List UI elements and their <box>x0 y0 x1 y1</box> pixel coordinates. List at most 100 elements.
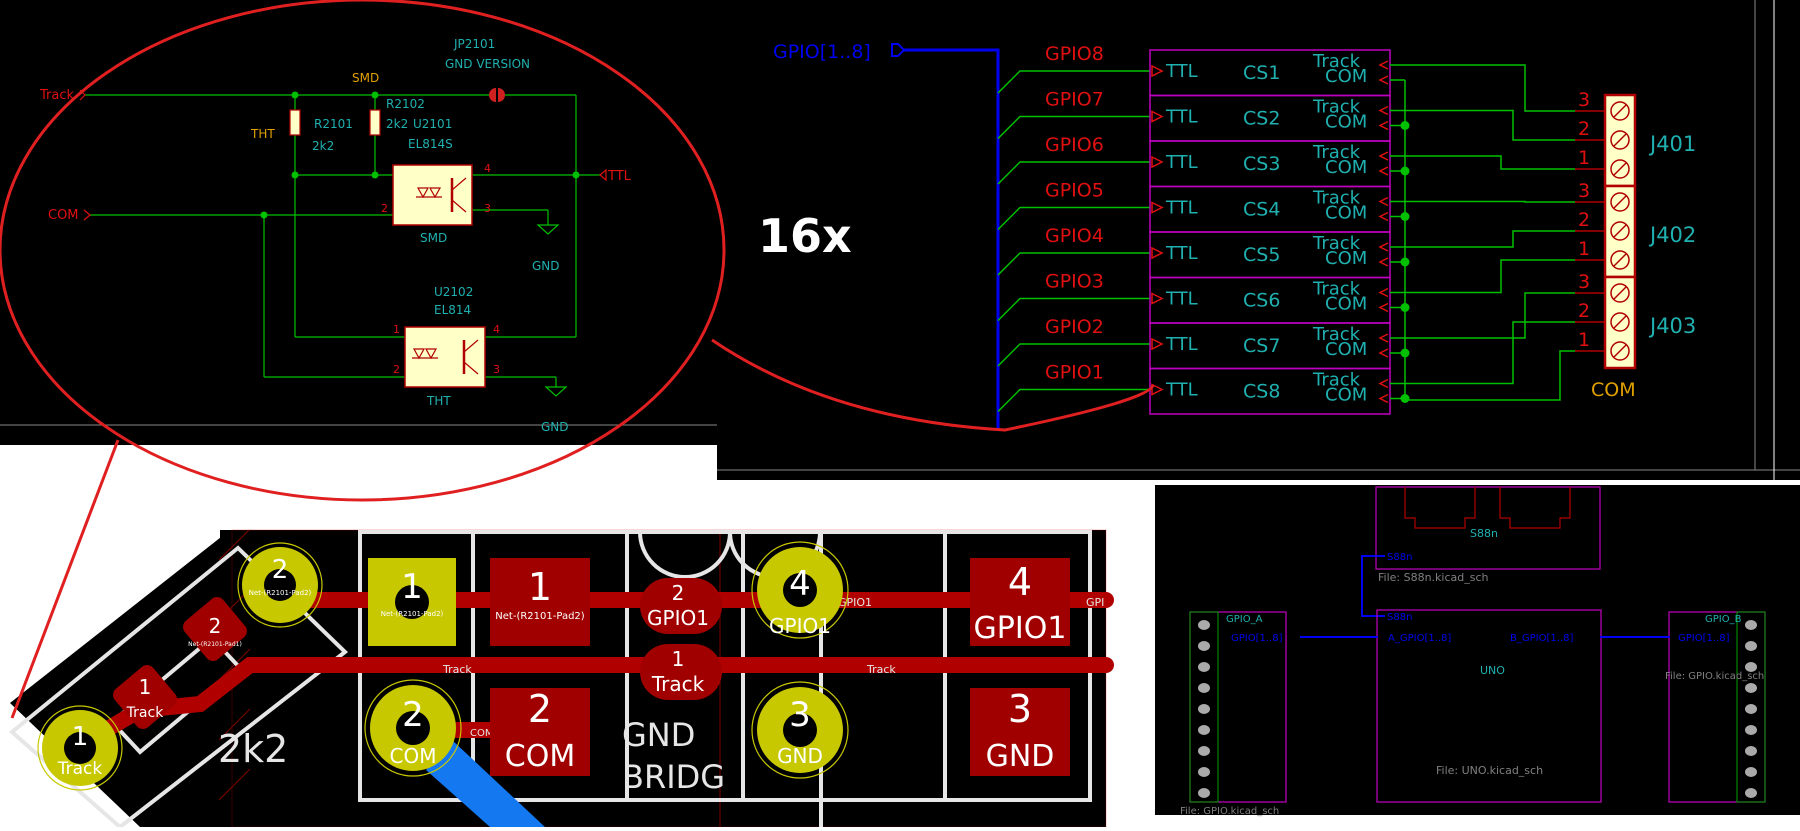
track-port-icon <box>1378 105 1389 116</box>
svg-text:1: 1 <box>401 567 423 607</box>
ttl-pin-label: TTL <box>1165 61 1198 82</box>
screw-icon <box>1745 683 1757 693</box>
cs-sheet-name: CS5 <box>1243 244 1280 266</box>
ttl-pin-label: TTL <box>1165 198 1198 219</box>
connector-pin-number: 3 <box>1578 89 1590 111</box>
svg-text:3: 3 <box>493 363 500 376</box>
track-pin-label: Track <box>1312 279 1361 300</box>
com-pin-label: COM <box>1325 339 1367 360</box>
com-pin-label: COM <box>1325 66 1367 87</box>
ttl-pin-label: TTL <box>1165 243 1198 264</box>
ttl-port-icon <box>1151 292 1164 305</box>
com-net-label: COM <box>470 728 493 739</box>
connector-pin-number: 1 <box>1578 329 1590 351</box>
track-pin-label: Track <box>1312 233 1361 254</box>
bus-entry-wire <box>997 206 1150 231</box>
track-wire <box>1390 200 1575 203</box>
r-pad-2: 2 Net-(R2101-Pad2) <box>237 542 323 628</box>
multiplier-label: 16x <box>758 209 852 263</box>
gpio1-net-label: GPIO1 <box>838 596 872 609</box>
r2101-symbol <box>289 109 301 136</box>
cs-sheet-name: CS7 <box>1243 335 1280 357</box>
gpiob-port: GPIO[1..8] <box>1678 633 1730 644</box>
cs-sheet-name: CS2 <box>1243 108 1280 130</box>
com-pin-label: COM <box>1325 248 1367 269</box>
cs-sheet-name: CS6 <box>1243 290 1280 312</box>
s88n-sheet-file: File: S88n.kicad_sch <box>1378 571 1489 584</box>
gnd-symbol-icon <box>536 224 560 235</box>
uno-port-s88n: S88n <box>1387 612 1412 623</box>
smd-square-pad-2: 2 COM <box>490 687 590 776</box>
zoom-tht-label: THT <box>250 127 275 141</box>
connector-pin-number: 2 <box>1578 118 1590 140</box>
connector-pin-number: 2 <box>1578 300 1590 322</box>
svg-text:2: 2 <box>381 202 388 215</box>
com-port-icon <box>1378 257 1389 267</box>
ttl-pin-label: TTL <box>1165 380 1198 401</box>
svg-text:1: 1 <box>528 565 552 609</box>
svg-text:2: 2 <box>272 555 289 585</box>
gnd-bridge-label-2: BRIDG <box>622 758 725 796</box>
svg-text:3: 3 <box>1008 687 1032 731</box>
gpio-net-label: GPIO4 <box>1045 225 1104 247</box>
cs-sheet-block <box>1149 367 1391 415</box>
track-pin-label: Track <box>1312 324 1361 345</box>
zoom-gnd-label-1: GND <box>532 259 560 273</box>
svg-text:Track: Track <box>651 672 705 696</box>
gpioa-sheet-name: GPIO_A <box>1226 614 1263 625</box>
uno-sheet <box>1376 609 1602 803</box>
screw-icon <box>1610 250 1630 270</box>
com-port-icon <box>1378 302 1389 313</box>
track-wire <box>1390 321 1575 385</box>
ttl-pin-label: TTL <box>1165 334 1198 355</box>
track-net-label: Track <box>866 663 896 676</box>
ttl-port-icon <box>1151 64 1164 78</box>
connector-pin-number: 1 <box>1578 147 1590 169</box>
u2101-ref: U2101 <box>413 117 452 131</box>
gpioa-sheet-file: File: GPIO.kicad_sch <box>1180 806 1279 817</box>
solder-jumper-icon <box>489 88 505 102</box>
gpio-net-label: GPIO8 <box>1045 43 1104 65</box>
zoom-gnd-label-2: GND <box>541 420 569 434</box>
port-arrow-icon <box>599 168 607 182</box>
screw-icon <box>1745 641 1757 651</box>
zoom-schematic-background <box>0 0 717 445</box>
com-pin-label: COM <box>1325 112 1367 133</box>
ttl-port-icon <box>1151 337 1164 351</box>
gpio-net-label: GPIO7 <box>1045 89 1104 111</box>
track-port-icon <box>1378 242 1389 252</box>
ttl-pin-label: TTL <box>1165 289 1198 310</box>
jumper-pad-2: 2 GPIO1 <box>640 578 722 634</box>
com-port-icon <box>1378 120 1389 131</box>
smd-square-pad-3: 3 GND <box>970 687 1070 776</box>
track-wire <box>1390 259 1575 294</box>
screw-icon <box>1745 746 1757 756</box>
svg-text:4: 4 <box>789 564 811 604</box>
ttl-port-icon <box>1151 155 1164 169</box>
track-port-icon <box>1378 378 1389 389</box>
svg-text:2: 2 <box>402 695 424 735</box>
connector-ref: J403 <box>1648 314 1696 338</box>
s88n-bus <box>1361 555 1385 617</box>
track-pin-label: Track <box>1312 188 1361 209</box>
screw-icon <box>1198 683 1210 693</box>
svg-text:GND: GND <box>777 744 823 768</box>
r2101-ref: R2101 <box>314 117 353 131</box>
u2102-ref: U2102 <box>434 285 473 299</box>
track-pin-label: Track <box>1312 51 1361 72</box>
bus-port-icon <box>891 43 906 57</box>
svg-text:GND: GND <box>986 739 1055 774</box>
connector-pin-number: 2 <box>1578 209 1590 231</box>
s88n-port: S88n <box>1387 552 1412 563</box>
jumper-pad-1: 1 Track <box>640 644 722 700</box>
bottom-copper-track <box>426 740 545 827</box>
svg-text:2: 2 <box>672 581 685 605</box>
zoom-com-label: COM <box>48 208 79 223</box>
smd-square-pad-4: 4 GPIO1 <box>970 558 1070 646</box>
screw-icon <box>1198 662 1210 672</box>
svg-text:Net-(R2101-Pad2): Net-(R2101-Pad2) <box>381 610 444 618</box>
